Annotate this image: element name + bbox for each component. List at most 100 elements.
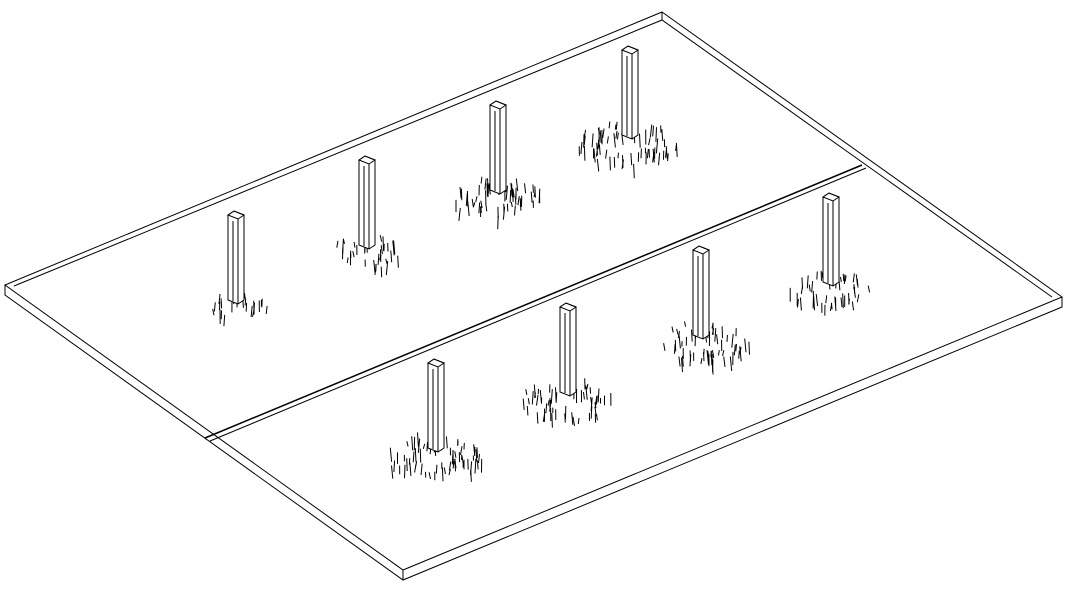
pillar-front-3 [663, 245, 750, 375]
hair-strand [510, 182, 513, 196]
hair-strand [684, 321, 687, 327]
hair-strand [390, 250, 393, 263]
hair-strand [545, 403, 548, 414]
hair-strand [605, 149, 608, 159]
pillar-top-face [558, 302, 578, 312]
hair-strand [739, 346, 742, 354]
hair-strand [586, 383, 589, 390]
hair-strand [665, 148, 668, 158]
hair-strand [648, 148, 650, 158]
hair-strand [460, 446, 463, 456]
hair-strand [564, 413, 566, 423]
hair-strand [220, 298, 223, 309]
hair-strand [550, 389, 553, 404]
hair-strand [700, 358, 703, 365]
hair-strand [652, 152, 655, 163]
hair-strand [515, 193, 517, 200]
hair-strand [808, 284, 811, 292]
pillar-back-4 [578, 45, 678, 179]
pillar-front-2 [522, 302, 612, 428]
hair-strand [616, 132, 619, 140]
hair-strand [681, 355, 684, 367]
hair-strand [840, 297, 843, 308]
hair-strand [671, 326, 674, 333]
hair-strand [519, 198, 523, 207]
hair-strand [485, 202, 488, 212]
hair-strand [412, 451, 415, 463]
hair-strand [461, 455, 464, 466]
hair-strand [606, 136, 609, 144]
hair-strand [406, 441, 409, 447]
hair-strand [342, 246, 344, 260]
hair-strand [723, 356, 726, 367]
hair-strand [621, 159, 624, 170]
hair-strand [825, 295, 828, 304]
hair-strand [443, 467, 446, 474]
hair-strand [478, 202, 481, 214]
hair-strand [614, 124, 617, 130]
hair-strand [253, 302, 255, 315]
hair-strand [590, 406, 593, 419]
hair-strand [486, 183, 488, 197]
hair-strand [577, 417, 580, 425]
hair-strand [414, 448, 417, 462]
hair-strand [867, 285, 871, 293]
hair-strand [602, 128, 605, 139]
hair-strand [551, 413, 553, 428]
hair-strand [591, 133, 594, 148]
hair-strand [471, 198, 474, 207]
hair-strand [711, 350, 715, 359]
hair-strand [799, 297, 802, 311]
hair-strand [404, 464, 406, 479]
hair-strand [599, 130, 602, 143]
hair-strand [445, 436, 448, 449]
pillar-body [489, 100, 507, 195]
pillar-back-1 [212, 210, 268, 327]
hair-strand [475, 449, 478, 462]
hair-strand [738, 350, 740, 359]
hair-strand [797, 298, 799, 308]
hair-strand [633, 163, 635, 179]
hair-strand [406, 458, 408, 472]
pillar-back-3 [455, 100, 541, 230]
hair-strand [382, 236, 384, 251]
pillar-top-face [620, 45, 640, 55]
hair-strand [428, 472, 431, 480]
hair-strand [505, 185, 508, 200]
hair-strand [703, 352, 705, 362]
hair-strand [510, 201, 513, 208]
hair-strand [525, 389, 528, 395]
plate-divider-line-2 [209, 167, 867, 442]
base-plate [3, 11, 1064, 581]
hair-strand [678, 334, 681, 349]
pillars-group [212, 45, 871, 482]
hair-strand [212, 308, 215, 316]
hair-strand [497, 215, 499, 230]
hair-strand [454, 458, 457, 469]
pillar-body [358, 155, 376, 250]
hair-strand [811, 280, 814, 293]
hair-strand [448, 461, 452, 471]
pillar-body [427, 358, 445, 453]
hair-strand [856, 294, 860, 303]
hair-strand [830, 302, 833, 310]
hair-strand [748, 341, 750, 355]
pillar-top-face [691, 245, 711, 255]
hair-strand [555, 392, 558, 403]
hair-strand [346, 257, 349, 264]
hair-strand [806, 275, 809, 289]
hair-strand [597, 388, 600, 403]
pillar-top-face [488, 100, 508, 110]
hair-strand [244, 298, 247, 306]
hair-strand [608, 121, 611, 129]
pillar-back-2 [336, 155, 399, 278]
hair-strand [480, 176, 483, 184]
hair-strand [597, 127, 600, 135]
hair-strand [250, 305, 253, 318]
hair-strand [336, 240, 339, 248]
hair-strand [441, 467, 444, 482]
hair-strand [391, 465, 394, 479]
hair-strand [397, 255, 399, 268]
pillar-top-face [357, 155, 377, 165]
